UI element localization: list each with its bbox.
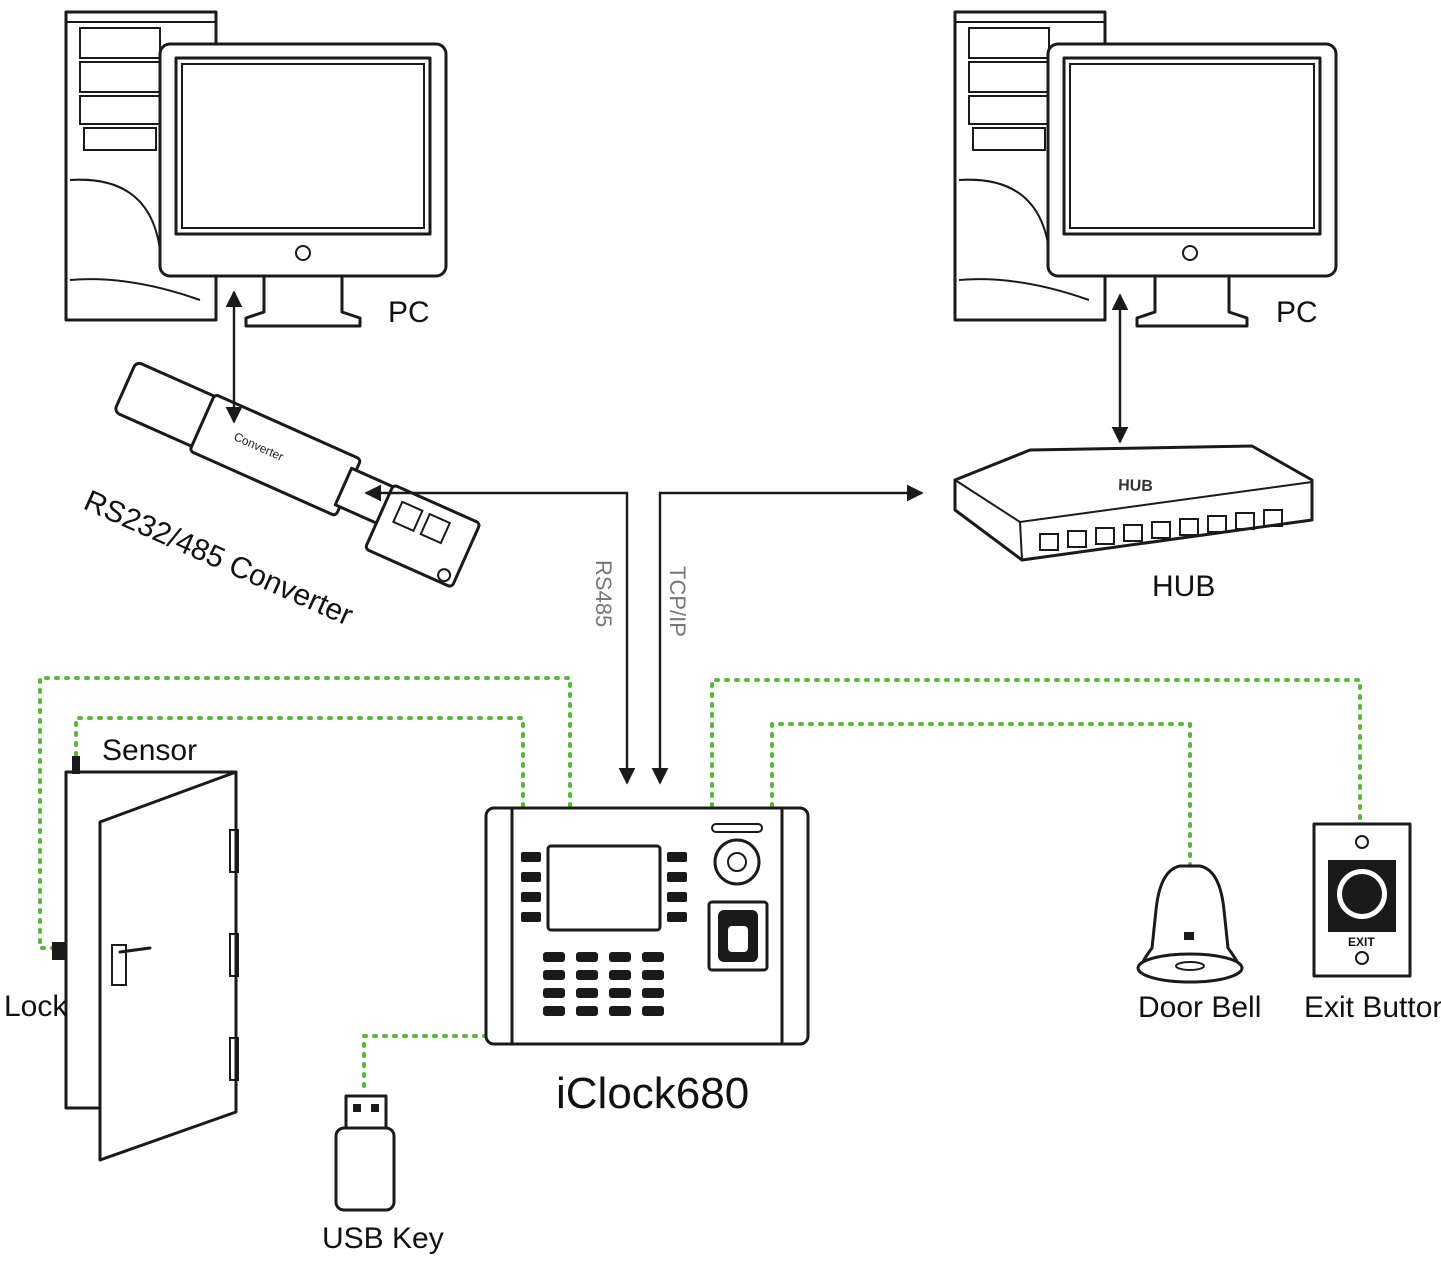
connections: [225, 290, 1129, 785]
exit-button-icon: EXIT: [1312, 822, 1412, 978]
door-icon: [52, 756, 239, 1162]
device-label: iClock680: [556, 1069, 749, 1118]
bell-icon: [1136, 864, 1244, 984]
door-bell-label: Door Bell: [1138, 991, 1261, 1024]
hub-icon: HUB: [953, 444, 1314, 562]
pc-right-label: PC: [1276, 296, 1318, 329]
exit-tag: EXIT: [1348, 935, 1375, 949]
converter-icon: Converter: [114, 361, 481, 588]
pc-left: [64, 10, 448, 328]
monitor-icon: [158, 42, 448, 328]
monitor-icon: [1046, 42, 1338, 328]
pc-right: [953, 10, 1338, 328]
hub-tag: HUB: [1118, 477, 1153, 495]
usb-key-label: USB Key: [322, 1222, 444, 1255]
tcpip-label: TCP/IP: [665, 566, 690, 637]
usb-key-icon: [334, 1094, 396, 1212]
exit-button-label: Exit Button: [1304, 991, 1441, 1024]
dotted-wires: [38, 676, 1362, 1094]
clock-terminal-icon: [484, 806, 810, 1046]
pc-left-label: PC: [388, 296, 430, 329]
rs485-label: RS485: [591, 560, 616, 627]
lock-label: Lock: [4, 990, 68, 1023]
sensor-label: Sensor: [102, 734, 197, 767]
hub-label: HUB: [1152, 570, 1215, 603]
